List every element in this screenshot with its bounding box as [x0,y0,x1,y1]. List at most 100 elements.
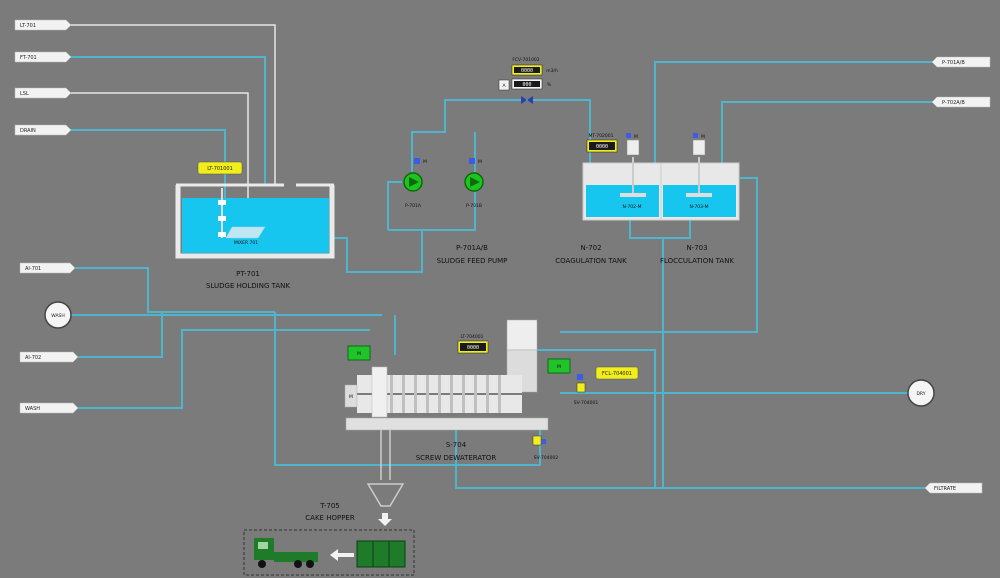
button-label: M [557,364,561,370]
flow-control-valve-icon[interactable] [521,96,533,104]
mixer-mode: M [701,134,705,140]
connector-label: AI-702 [25,355,41,361]
connector-label: LSL [20,91,29,97]
level-float-low [218,232,226,237]
connector-label: FT-701 [20,55,37,61]
connector-label: WASH [25,406,40,412]
connector-left-1[interactable]: LT-701 [14,19,72,31]
mixer-label: MIXER 701 [234,240,258,246]
level-float-high [218,200,226,205]
dewaterator-start-button-right[interactable]: M [547,358,571,374]
level-float-mid [218,216,226,221]
connector-label: FILTRATE [934,486,956,492]
pump-mode: M [478,159,482,165]
pump-label: P-701B [466,203,482,209]
drive-motor-label: M [349,394,353,400]
coag-description: COAGULATION TANK [555,257,627,265]
pump-run-indicator [414,158,420,164]
left-arrow-icon [330,549,354,561]
pump-arrow-icon [470,177,480,187]
connector-label: LT-701 [20,23,36,29]
valve-label: SV-704001 [574,400,599,406]
mixer-impeller-icon [225,226,266,239]
pump-p701a[interactable]: M P-701A [403,158,427,209]
connector-right-2[interactable]: P-702A/B [931,96,991,108]
sludge-holding-tank[interactable]: MIXER 701 [175,183,335,259]
coagulation-tank[interactable]: N-702-M [582,157,662,221]
floc-description: FLOCCULATION TANK [660,257,734,265]
valve-icon [576,382,586,393]
truck-icon [254,538,318,568]
floc-mixer-motor[interactable]: M [692,133,706,156]
pump-label: P-701A [405,203,422,209]
connector-left-3[interactable]: LSL [14,87,72,99]
solenoid-valve-2[interactable]: SV-704002 [532,435,559,461]
fcv-flow-unit: m3/h [546,68,558,74]
ph-meter-readout[interactable]: MT-702001 0000 [586,133,618,153]
coag-mixer-motor[interactable]: M [626,133,640,156]
connector-right-1[interactable]: P-701A/B [931,56,991,68]
connector-left-7[interactable]: WASH [19,402,79,414]
hopper-area-border [243,529,415,576]
connector-left-5[interactable]: AI-701 [19,262,76,274]
screw-dewaterator[interactable]: M [344,319,549,431]
connector-left-2[interactable]: FT-701 [14,51,72,63]
ph-meter-tag: MT-702001 [588,133,613,139]
ph-meter-value: 0000 [596,144,608,150]
button-label: M [357,351,361,357]
pump-mode: M [423,159,427,165]
floc-inner-label: N-703-M [689,204,708,210]
connector-left-6[interactable]: AI-702 [19,351,79,363]
hopper-tag: T-705 [319,502,340,510]
pump-group-tag: P-701A/B [456,244,488,252]
mixer-mode: M [634,134,638,140]
circle-label: DRY [916,391,925,397]
dewaterator-description: SCREW DEWATERATOR [416,454,497,462]
fcv-opening-value: 000 [522,82,531,88]
mixer-run-indicator [626,133,631,138]
wash-circle-button[interactable]: WASH [44,301,72,329]
cake-chute [380,430,391,480]
lt-value: 0000 [467,345,479,351]
valve-label: SV-704002 [534,455,559,461]
dewaterator-level-readout[interactable]: LT-704001 0000 [457,334,489,354]
mixer-motor-icon [692,139,706,156]
valve-indicator [577,374,583,380]
fcv-flow-readout[interactable]: 0000 m3/h [511,64,558,76]
fcv-opening-readout[interactable]: 000 % [511,78,552,90]
dewaterator-start-button-left[interactable]: M [347,345,371,361]
hopper-funnel-icon [366,483,405,507]
flocculation-tank[interactable]: N-703-M [660,157,740,221]
hopper-description: CAKE HOPPER [305,514,355,522]
floc-tag: N-703 [686,244,707,252]
lt-tag: LT-704001 [460,334,483,340]
cake-hopper[interactable] [356,540,406,568]
process-pipes [70,56,932,489]
solenoid-valve-1[interactable]: SV-704001 [574,374,599,406]
connector-label: P-701A/B [942,60,965,66]
mixer-motor-icon [626,139,640,156]
dewaterator-tag: S-704 [446,441,467,449]
fcl-tag[interactable]: FCL-704001 [595,366,639,380]
pump-arrow-icon [409,177,419,187]
mixer-run-indicator [693,133,698,138]
fcl-tag-text: FCL-704001 [602,371,632,377]
circle-label: WASH [51,313,65,319]
connector-left-4[interactable]: DRAIN [14,124,72,136]
drive-motor-icon [344,384,358,408]
connector-label: P-702A/B [942,100,965,106]
level-transmitter-tag[interactable]: LT-701001 [197,161,243,175]
connector-label: AI-701 [25,266,41,272]
fcv-mode-button[interactable]: A [498,79,510,91]
down-arrow-icon [378,513,392,526]
screw-discs [390,375,501,413]
connector-right-3[interactable]: FILTRATE [924,482,983,494]
pump-group-description: SLUDGE FEED PUMP [437,257,508,265]
fcv-opening-unit: % [547,82,552,88]
pump-p701b[interactable]: M P-701B [464,158,484,209]
dry-circle-button[interactable]: DRY [907,379,935,407]
connector-label: DRAIN [20,128,36,134]
pump-run-indicator [469,158,475,164]
valve-indicator [541,439,546,444]
coag-inner-label: N-702-M [622,204,641,210]
